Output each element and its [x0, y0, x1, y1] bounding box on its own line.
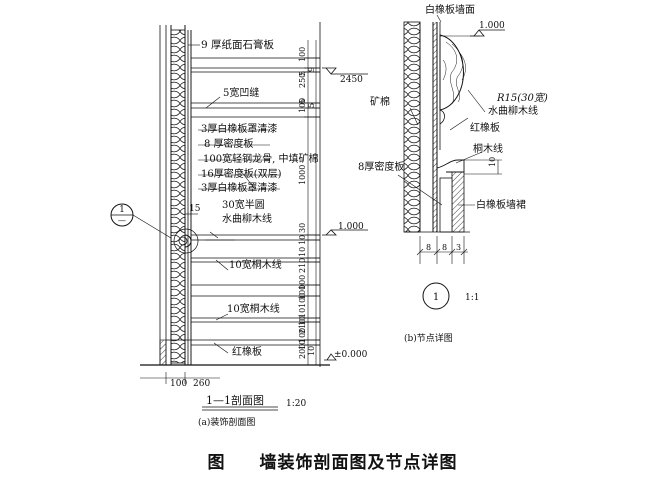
detail-scale: 1:1	[465, 293, 479, 303]
figure-label: 图	[207, 453, 226, 473]
section-callout: 1 —	[110, 203, 199, 254]
figure-title: 墙装饰剖面图及节点详图	[259, 453, 458, 473]
detail-drawing: 1.000 10 白橡板墙面 R15(30宽) 水曲柳木线 矿棉 红橡板 桐木线…	[358, 3, 548, 344]
label-half-round-1: 30宽半圆	[222, 198, 265, 211]
dimension-value: 100	[298, 285, 307, 300]
dim-bottom-260: 260	[193, 379, 210, 389]
detail-label-skirt: 白橡板墙裙	[476, 198, 526, 211]
detail-sub-caption: (b)节点详图	[404, 332, 453, 344]
detail-dim-10: 10	[488, 157, 497, 167]
detail-label-mdf8: 8厚密度板	[358, 160, 404, 173]
detail-label-r15-2: 水曲柳木线	[488, 104, 538, 117]
dimension-value: 10	[307, 346, 316, 356]
dimension-value: 30	[298, 223, 307, 233]
section-drawing: 9 厚纸面石膏板 5宽凹缝 3厚白橡板罩清漆 8 厚密度板 100宽轻钢龙骨, …	[110, 22, 368, 428]
detail-dim-3: 3	[456, 243, 461, 252]
detail-label-top-surface: 白橡板墙面	[425, 3, 475, 16]
section-title: 1—1剖面图	[206, 393, 264, 407]
detail-label-mineral: 矿棉	[370, 95, 390, 108]
dimension-value: 5	[298, 99, 307, 104]
dimension-value: 10	[298, 308, 307, 318]
dimension-value: 5	[298, 71, 307, 76]
elev-2450: 2450	[340, 75, 363, 85]
elevation-2450: 2450	[322, 67, 368, 85]
dimension-value: 100	[298, 275, 307, 290]
dim-15: 15	[189, 204, 201, 214]
label-groove: 5宽凹缝	[223, 86, 259, 99]
leader-lines	[188, 44, 280, 354]
detail-index-circle	[422, 282, 450, 310]
label-tung-2: 10宽桐木线	[227, 302, 280, 315]
label-red-oak: 红橡板	[232, 345, 262, 358]
dimension-value: 100	[298, 293, 307, 308]
detail-label-tung: 桐木线	[473, 142, 503, 155]
dimension-value: 5	[307, 103, 316, 108]
callout-number: 1	[119, 205, 125, 215]
label-keel: 100宽轻钢龙骨, 中填矿棉	[203, 152, 318, 165]
label-half-round-2: 水曲柳木线	[222, 212, 272, 225]
detail-label-red-oak: 红橡板	[470, 121, 500, 134]
dimension-value: 100	[298, 98, 307, 113]
detail-index-number: 1	[433, 292, 439, 303]
dimension-text: 1005925055100100030101021010010010010102…	[298, 47, 320, 366]
label-lacquer-bottom: 3厚白橡板罩清漆	[201, 181, 277, 194]
dimension-value: 210	[298, 258, 307, 273]
label-mdf8: 8 厚密度板	[204, 137, 254, 150]
label-mdf16: 16厚密度板(双层)	[201, 167, 282, 180]
dim-bottom-100: 100	[170, 379, 187, 389]
label-gypsum: 9 厚纸面石膏板	[201, 38, 275, 51]
label-tung-1: 10宽桐木线	[229, 258, 282, 271]
detail-insulation	[403, 21, 421, 233]
dimension-value: 10	[298, 340, 307, 350]
detail-label-r15-1: R15(30宽)	[496, 92, 548, 104]
detail-dim-2: 8	[442, 243, 447, 252]
detail-elev: 1.000	[479, 21, 505, 31]
elevation-zero: ±0.000	[324, 350, 368, 361]
dimension-value: 100	[298, 328, 307, 343]
elev-0: ±0.000	[334, 350, 368, 360]
section-sub-caption: (a)装饰剖面图	[198, 416, 255, 428]
dimension-value: 10	[298, 235, 307, 245]
dimension-chain	[307, 40, 317, 365]
elevation-1000: 1.000	[322, 222, 368, 236]
dimension-value: 200	[298, 344, 307, 359]
section-scale: 1:20	[286, 399, 306, 409]
dimension-value: 210	[298, 319, 307, 334]
detail-dim-1: 8	[426, 243, 431, 252]
dimension-value: 9	[307, 67, 316, 72]
dimension-value: 10	[298, 247, 307, 257]
label-lacquer-top: 3厚白橡板罩清漆	[201, 122, 277, 135]
dimension-value: 250	[298, 73, 307, 88]
dimension-value: 10	[298, 316, 307, 326]
wall-insulation	[170, 29, 186, 364]
dimension-value: 1000	[298, 165, 307, 185]
dimension-value: 100	[298, 47, 307, 62]
elev-1000: 1.000	[338, 222, 364, 232]
callout-sheet: —	[118, 216, 126, 225]
figure-caption: 图 墙装饰剖面图及节点详图	[0, 448, 665, 473]
